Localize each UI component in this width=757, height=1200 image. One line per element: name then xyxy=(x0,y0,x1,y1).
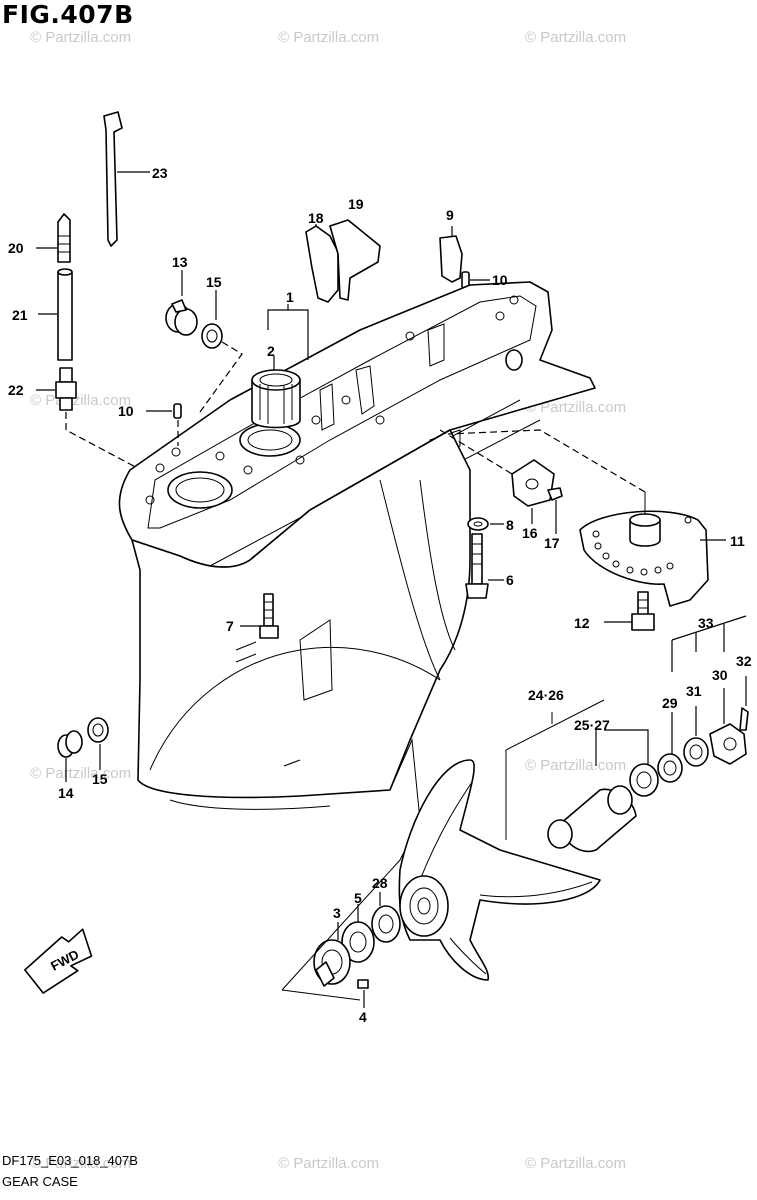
callout-29: 29 xyxy=(662,695,678,711)
part-7-bolt xyxy=(240,593,279,639)
callout-24-26: 24·26 xyxy=(528,687,564,703)
callout-32: 32 xyxy=(736,653,752,669)
part-28-spacer xyxy=(371,892,401,943)
callout-2: 2 xyxy=(267,343,275,359)
gear-case-lower-body xyxy=(131,429,471,861)
fwd-arrow-icon: FWD xyxy=(24,928,93,994)
callout-labels: 1 2 3 4 5 6 7 8 9 10 10 11 12 13 14 15 1… xyxy=(8,165,752,1025)
callout-18: 18 xyxy=(308,210,324,226)
leaders-1-2 xyxy=(267,304,309,370)
callout-17: 17 xyxy=(544,535,560,551)
callout-30: 30 xyxy=(712,667,728,683)
part-23-cable-tie xyxy=(103,111,150,247)
part-25-27-bushing xyxy=(547,729,649,853)
callout-6: 6 xyxy=(506,572,514,588)
part-6-bolt xyxy=(465,533,504,599)
callout-28: 28 xyxy=(372,875,388,891)
callout-10-top: 10 xyxy=(492,272,508,288)
part-30-nut xyxy=(683,706,709,767)
part-11-trim-tab xyxy=(447,429,726,607)
callout-13: 13 xyxy=(172,254,188,270)
callout-5: 5 xyxy=(354,890,362,906)
watermark: © Partzilla.com xyxy=(278,1155,379,1172)
part-13-plug xyxy=(165,270,198,336)
part-19-cover-plate xyxy=(329,219,381,301)
watermark: © Partzilla.com xyxy=(525,29,626,46)
part-18-rubber-seal xyxy=(305,224,339,303)
callout-15-lower: 15 xyxy=(92,771,108,787)
callout-15-top: 15 xyxy=(206,274,222,290)
part-4-key xyxy=(281,859,401,1008)
figure-title: FIG.407B xyxy=(2,0,134,29)
callout-9: 9 xyxy=(446,207,454,223)
callout-22: 22 xyxy=(8,382,24,398)
part-15-gasket-lower xyxy=(87,717,109,770)
part-9-rubber-seal xyxy=(439,226,463,283)
callout-33: 33 xyxy=(698,615,714,631)
watermark: © Partzilla.com xyxy=(30,29,131,46)
watermark: © Partzilla.com xyxy=(278,29,379,46)
callout-10-left: 10 xyxy=(118,403,134,419)
callout-19: 19 xyxy=(348,196,364,212)
part-8-washer xyxy=(467,517,504,531)
callout-12: 12 xyxy=(574,615,590,631)
part-2-bushing xyxy=(251,379,301,429)
watermark: © Partzilla.com xyxy=(30,392,131,409)
callout-21: 21 xyxy=(12,307,28,323)
callout-14: 14 xyxy=(58,785,74,801)
callout-25-27: 25·27 xyxy=(574,717,610,733)
part-31-washer xyxy=(657,753,683,783)
part-22-pipe-connector xyxy=(36,367,161,481)
part-10-dowel-pin-left xyxy=(146,403,182,446)
watermark: © Partzilla.com xyxy=(525,399,626,416)
part-5-washer xyxy=(341,904,375,963)
part-21-water-pipe xyxy=(38,268,73,361)
watermark: © Partzilla.com xyxy=(525,757,626,774)
part-30-castle-nut xyxy=(709,688,747,765)
part-15-gasket-top xyxy=(199,290,243,413)
callout-1: 1 xyxy=(286,289,294,305)
callout-31: 31 xyxy=(686,683,702,699)
watermark: © Partzilla.com xyxy=(30,1155,131,1172)
callout-11: 11 xyxy=(730,533,745,549)
callout-4: 4 xyxy=(359,1009,367,1025)
callout-20: 20 xyxy=(8,240,24,256)
part-16-anode xyxy=(439,429,555,524)
figure-code: DF175_E03_018_407B xyxy=(2,1153,138,1168)
part-17-bolt xyxy=(547,487,563,534)
callout-8: 8 xyxy=(506,517,514,533)
callout-23: 23 xyxy=(152,165,168,181)
callout-16: 16 xyxy=(522,525,538,541)
part-12-bolt xyxy=(604,591,655,631)
part-32-cotter-pin xyxy=(739,676,749,731)
propeller xyxy=(398,759,601,981)
part-3-thrust-holder xyxy=(313,922,351,987)
watermark: © Partzilla.com xyxy=(30,765,131,782)
callout-7: 7 xyxy=(226,618,234,634)
watermark: © Partzilla.com xyxy=(525,1155,626,1172)
part-20-hose-fitting xyxy=(36,213,71,263)
part-29-spacer xyxy=(629,712,673,797)
callout-3: 3 xyxy=(333,905,341,921)
leader-33 xyxy=(671,615,747,672)
leader-24-26 xyxy=(505,699,605,840)
part-14-drain-plug xyxy=(57,730,83,782)
figure-name: GEAR CASE xyxy=(2,1174,78,1189)
